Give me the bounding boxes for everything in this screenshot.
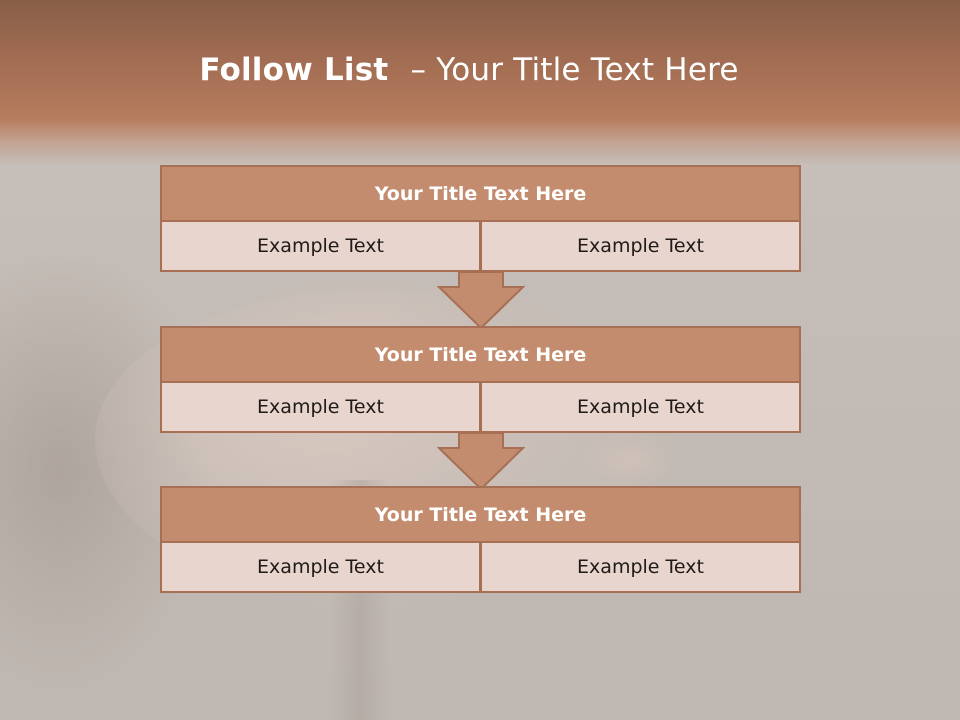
step-title-1: Your Title Text Here: [160, 165, 801, 222]
header-band: [0, 0, 960, 165]
step-1-left-text: Example Text: [160, 222, 481, 272]
down-arrow-icon: [437, 271, 525, 329]
step-3-left-text: Example Text: [160, 543, 481, 593]
step-title-3: Your Title Text Here: [160, 486, 801, 543]
step-1-right-text: Example Text: [480, 222, 801, 272]
step-title-2: Your Title Text Here: [160, 326, 801, 383]
step-block-3: Your Title Text Here Example Text Exampl…: [160, 486, 801, 593]
step-2-right-text: Example Text: [480, 383, 801, 433]
step-block-2: Your Title Text Here Example Text Exampl…: [160, 326, 801, 433]
slide-title: Follow List – Your Title Text Here: [0, 52, 944, 88]
step-2-left-text: Example Text: [160, 383, 481, 433]
down-arrow-icon: [437, 432, 525, 490]
step-3-right-text: Example Text: [480, 543, 801, 593]
title-strong: Follow List: [199, 52, 389, 88]
step-block-1: Your Title Text Here Example Text Exampl…: [160, 165, 801, 272]
title-rest: – Your Title Text Here: [410, 52, 739, 88]
